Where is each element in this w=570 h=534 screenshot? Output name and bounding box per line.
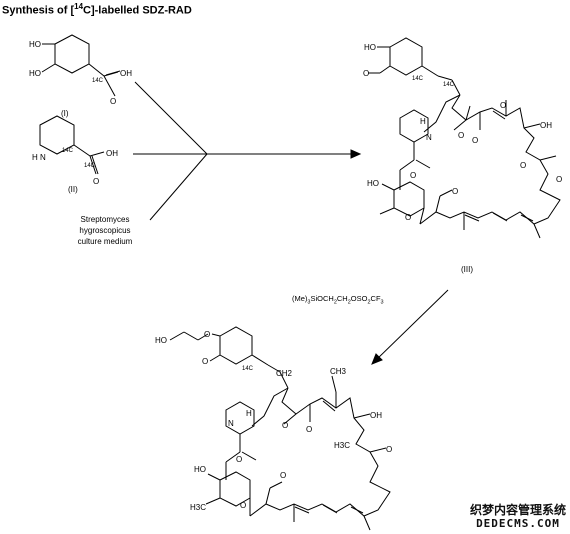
watermark: 织梦内容管理系统 DEDECMS.COM: [469, 503, 566, 531]
compound-i-o: O: [110, 97, 116, 106]
product-c14-a: 14C: [242, 366, 254, 372]
compound-iii-oh: OH: [540, 121, 552, 130]
product-o-methoxy: O: [202, 357, 208, 366]
compound-i-ho-top: HO: [29, 40, 41, 49]
compound-iii-label: (III): [461, 265, 473, 274]
compound-iii-o-5: O: [520, 161, 526, 170]
product-o-3: O: [306, 425, 312, 434]
compound-iii-o-3: O: [472, 136, 478, 145]
ring-i: [54, 34, 90, 74]
product-o-1: O: [236, 455, 242, 464]
compound-i-oh: OH: [120, 69, 132, 78]
culture-medium-label: Streptomyces hygroscopicus culture mediu…: [60, 214, 150, 247]
compound-iii: HO O 14C 14C N H O O O O OH O O HO O O (…: [363, 37, 562, 274]
compound-ii-h: H: [32, 153, 38, 162]
compound-ii-c14b: 14C: [84, 163, 96, 169]
culture-line-2: hygroscopicus: [79, 226, 131, 235]
culture-line-1: Streptomyces: [80, 215, 130, 224]
compound-iii-o-1: O: [410, 171, 416, 180]
product-n: N: [228, 419, 234, 428]
compound-i-label: (I): [61, 109, 69, 118]
compound-iii-o-methoxy: O: [363, 69, 369, 78]
product-o-ether: O: [204, 330, 210, 339]
product-ch3: CH3: [330, 367, 347, 376]
culture-line-3: culture medium: [77, 237, 133, 246]
compound-ii-o: O: [93, 177, 99, 186]
compound-iii-c14-a: 14C: [412, 76, 424, 82]
compound-iii-o-6: O: [556, 175, 562, 184]
product-h: H: [246, 409, 252, 418]
product-o-5: O: [280, 471, 286, 480]
compound-ii: N H 14C 14C OH O (II): [32, 115, 118, 194]
product-h3c: H3C: [190, 503, 206, 512]
page-title: Synthesis of [14C]-labelled SDZ-RAD: [2, 2, 192, 17]
product-h3c-o: H3C: [334, 441, 350, 450]
compound-i-ho-bottom: HO: [29, 69, 41, 78]
compound-iii-o-8: O: [405, 213, 411, 222]
product-ho-2: HO: [194, 465, 206, 474]
product-ch2: CH2: [276, 369, 293, 378]
compound-ii-label: (II): [68, 185, 78, 194]
compound-iii-h: H: [420, 117, 426, 126]
compound-ii-c14a: 14C: [62, 148, 74, 154]
compound-iii-c14-b: 14C: [443, 82, 455, 88]
product-sdz-rad: HO O O 14C CH2 N H O O O OH H3C O HO O O…: [155, 326, 392, 531]
compound-iii-o-4: O: [500, 101, 506, 110]
compound-iii-ho-2: HO: [367, 179, 379, 188]
compound-i-c14: 14C: [92, 78, 104, 84]
compound-iii-n: N: [426, 133, 432, 142]
product-o-6: O: [240, 501, 246, 510]
compound-ii-oh: OH: [106, 149, 118, 158]
watermark-top: 织梦内容管理系统: [469, 503, 566, 517]
watermark-bottom: DEDECMS.COM: [476, 517, 560, 530]
compound-iii-o-2: O: [458, 131, 464, 140]
product-o-4: O: [386, 445, 392, 454]
converging-arrow: [133, 81, 362, 221]
compound-iii-o-7: O: [452, 187, 458, 196]
compound-iii-ho: HO: [364, 43, 376, 52]
product-ho: HO: [155, 336, 167, 345]
product-o-2: O: [282, 421, 288, 430]
compound-ii-n: N: [40, 153, 46, 162]
compound-i: HO HO 14C OH O (I): [29, 34, 132, 118]
lower-arrow: [371, 289, 449, 365]
product-oh: OH: [370, 411, 382, 420]
reagent-label: (Me)3SiOCH2CH2OSO2CF3: [292, 294, 384, 306]
